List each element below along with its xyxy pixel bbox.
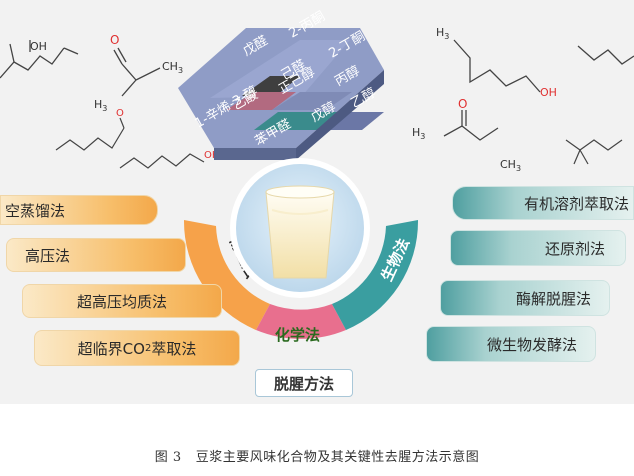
method-label: 有机溶剂萃取法	[523, 194, 629, 213]
method-label: 酶解脱腥法	[515, 289, 591, 308]
oh-label-2: OH	[204, 150, 219, 161]
oh-label-3: OH	[540, 86, 557, 99]
methods-title: 脱腥方法	[273, 374, 334, 393]
o-label-3: O	[458, 97, 467, 111]
h3c-label-3: H3	[412, 126, 425, 141]
method-label: 空蒸馏法	[5, 201, 66, 220]
co2-prefix: 超临界CO	[77, 339, 145, 358]
compound-tile-block	[178, 28, 384, 160]
method-label: 微生物发酵法	[486, 335, 577, 354]
ch3-label-2: CH3	[500, 158, 521, 173]
method-high-pressure: 高压法	[6, 238, 186, 272]
oh-label-1: OH	[30, 40, 47, 53]
method-microbial-fermentation: 微生物发酵法	[426, 326, 596, 362]
h3c-label-1: H3	[94, 98, 107, 113]
method-enzymatic: 酶解脱腥法	[440, 280, 610, 316]
molecule-hexanol-right	[453, 39, 541, 93]
schematic-figure: OH O H3 CH3 O OH H3	[0, 0, 634, 404]
soy-milk-cup-icon	[265, 185, 335, 279]
methods-title-box: 脱腥方法	[255, 369, 353, 397]
molecule-top-left	[0, 40, 79, 79]
method-label: 高压法	[25, 246, 71, 265]
molecule-butanone-right	[443, 110, 499, 141]
method-organic-solvent-extraction: 有机溶剂萃取法	[452, 186, 634, 220]
arc-label-chemical: 化学法	[275, 326, 320, 344]
method-vacuum-distillation: 空蒸馏法	[0, 195, 158, 225]
ch3-label-1: CH3	[162, 60, 183, 75]
caption-number: 图 3	[154, 450, 182, 465]
molecule-hexanal-left	[55, 117, 125, 151]
o-label-1: O	[110, 33, 119, 47]
co2-subscript: 2	[144, 342, 152, 354]
co2-suffix: 萃取法	[151, 339, 197, 358]
arc-chemical	[256, 304, 346, 339]
method-label: 还原剂法	[544, 239, 605, 258]
method-ultra-high-pressure-homogenization: 超高压均质法	[22, 284, 222, 318]
molecule-acetone-left	[113, 47, 161, 97]
o-label-2: O	[116, 108, 124, 119]
molecule-chain-far-right	[577, 45, 634, 65]
h3c-label-2: H3	[436, 26, 449, 41]
method-label: 超高压均质法	[76, 292, 167, 311]
molecule-alcohol-left	[119, 153, 205, 169]
caption-text: 豆浆主要风味化合物及其关键性去腥方法示意图	[195, 450, 480, 465]
method-arc-ring	[183, 220, 419, 339]
arc-biological	[332, 220, 419, 330]
schematic-drawing: OH O H3 CH3 O OH H3	[0, 9, 634, 344]
method-reducing-agent: 还原剂法	[450, 230, 626, 266]
figure-caption: 图 3 豆浆主要风味化合物及其关键性去腥方法示意图	[0, 446, 634, 465]
arc-physical	[183, 220, 270, 330]
molecule-ester-right	[565, 139, 623, 165]
